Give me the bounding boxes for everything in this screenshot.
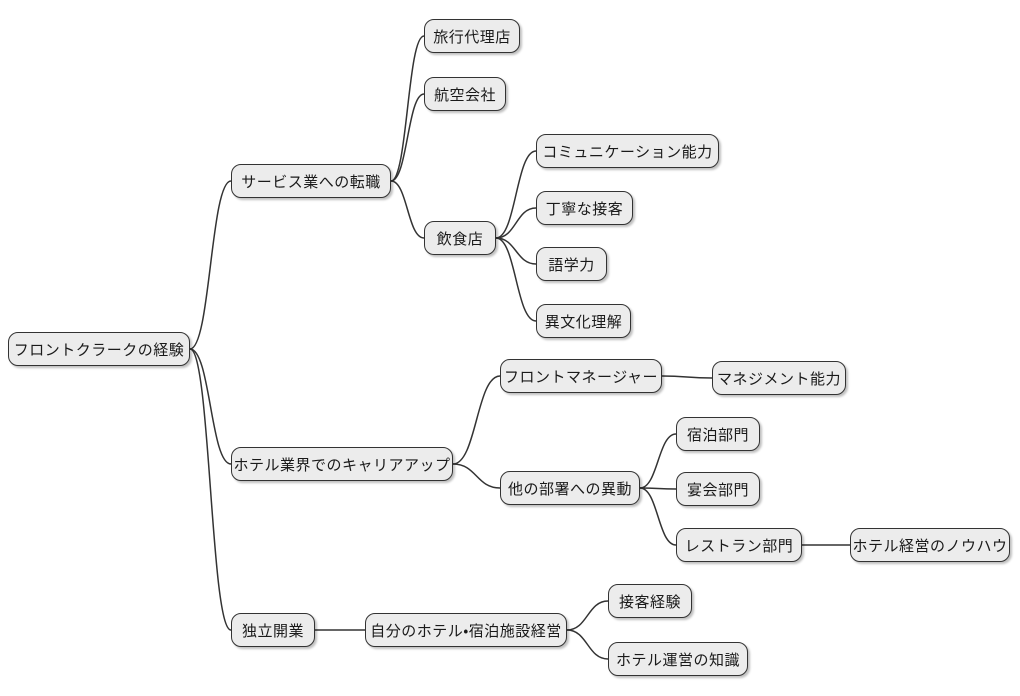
node-restaurant[interactable]: 飲食店: [424, 221, 496, 255]
node-management-skill[interactable]: マネジメント能力: [712, 361, 846, 395]
edge-transfer-to-banquet: [639, 487, 677, 490]
node-customer-service-experience[interactable]: 接客経験: [608, 584, 692, 618]
edge-root-to-hotelcareer: [189, 348, 232, 465]
edge-service-to-airline: [390, 93, 425, 182]
edge-transfer-to-lodging: [639, 433, 677, 489]
node-restaurant-department[interactable]: レストラン部門: [676, 528, 802, 562]
edge-restaurant-to-comm: [495, 150, 537, 239]
edge-ownhotel-to-hotelknow: [566, 629, 609, 660]
node-own-hotel-management[interactable]: 自分のホテル・宿泊施設経営: [365, 613, 567, 647]
edge-root-to-service: [189, 180, 232, 350]
node-banquet-department[interactable]: 宴会部門: [676, 472, 760, 506]
node-independent-business[interactable]: 独立開業: [231, 613, 315, 647]
node-hotel-management-knowhow[interactable]: ホテル経営のノウハウ: [850, 528, 1010, 562]
edge-transfer-to-restdept: [639, 487, 677, 546]
node-career-change-to-service-industry[interactable]: サービス業への転職: [231, 164, 391, 198]
node-travel-agency[interactable]: 旅行代理店: [424, 19, 520, 53]
edge-restaurant-to-polite: [495, 207, 537, 239]
edge-hotelcareer-to-frontmgr: [452, 375, 501, 465]
node-hotel-operation-knowledge[interactable]: ホテル運営の知識: [608, 642, 748, 676]
edge-ownhotel-to-serviceexp: [566, 600, 609, 631]
node-front-manager[interactable]: フロントマネージャー: [500, 359, 662, 393]
node-language-skill[interactable]: 語学力: [536, 247, 607, 281]
edge-service-to-restaurant: [390, 180, 425, 239]
edge-root-to-independent: [189, 348, 232, 631]
node-polite-customer-service[interactable]: 丁寧な接客: [536, 191, 633, 225]
node-cross-cultural-understanding[interactable]: 異文化理解: [536, 304, 631, 338]
edge-frontmgr-to-mgmt: [661, 375, 713, 379]
node-root-front-clerk-experience[interactable]: フロントクラークの経験: [8, 332, 190, 366]
node-lodging-department[interactable]: 宿泊部門: [676, 417, 760, 451]
node-airline-company[interactable]: 航空会社: [424, 77, 506, 111]
node-communication-skill[interactable]: コミュニケーション能力: [536, 134, 719, 168]
node-hotel-industry-career-up[interactable]: ホテル業界でのキャリアアップ: [231, 447, 453, 481]
edge-restaurant-to-lang: [495, 237, 537, 265]
edge-service-to-travel: [390, 35, 425, 182]
node-transfer-to-other-departments[interactable]: 他の部署への異動: [500, 471, 640, 505]
edge-restaurant-to-culture: [495, 237, 537, 322]
edge-hotelcareer-to-transfer: [452, 463, 501, 489]
